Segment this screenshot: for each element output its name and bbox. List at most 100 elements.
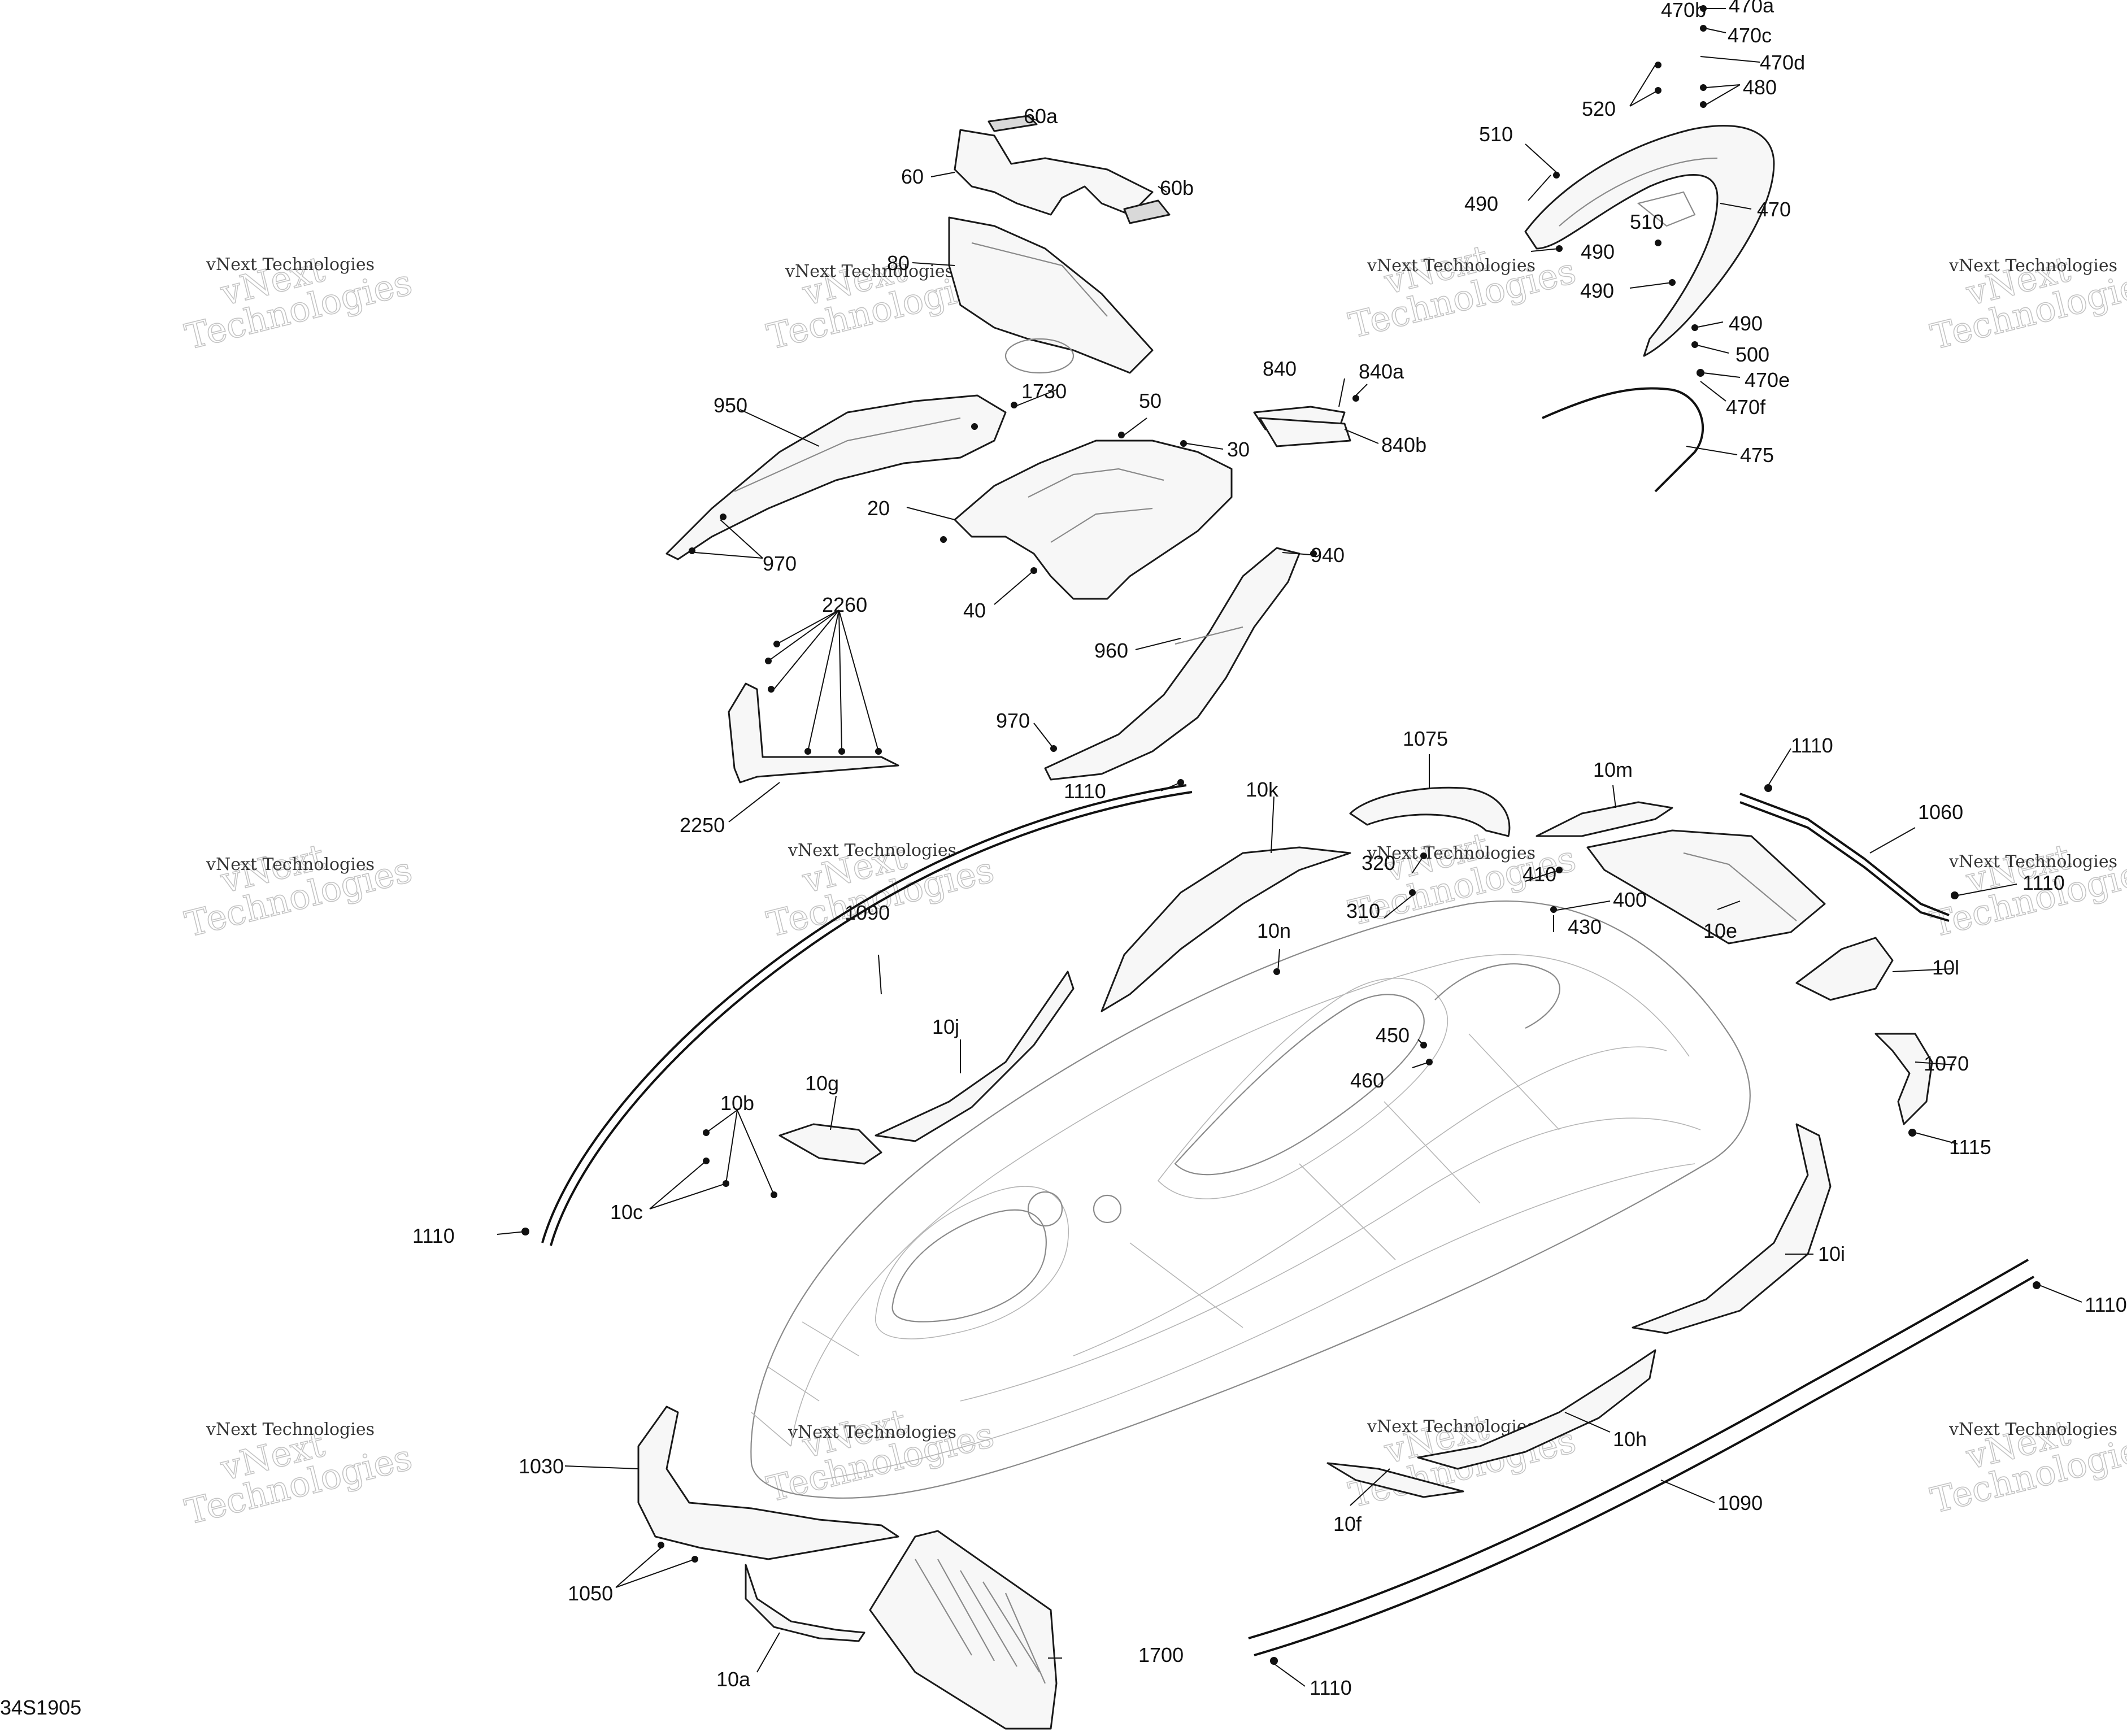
callout-1110[interactable]: 1110 xyxy=(412,1224,455,1247)
callout-1110[interactable]: 1110 xyxy=(1064,780,1106,803)
callout-1110[interactable]: 1110 xyxy=(2085,1293,2127,1316)
part-1060-inner xyxy=(1739,801,1950,922)
callout-2260[interactable]: 2260 xyxy=(822,593,867,616)
callout-1110[interactable]: 1110 xyxy=(1310,1676,1352,1699)
callout-10n[interactable]: 10n xyxy=(1257,919,1291,942)
callout-450[interactable]: 450 xyxy=(1376,1024,1410,1047)
callout-470e[interactable]: 470e xyxy=(1745,368,1790,391)
watermark-text: vNext Technologies xyxy=(788,841,956,860)
part-60 xyxy=(954,115,1171,224)
callout-475[interactable]: 475 xyxy=(1740,443,1774,467)
fasteners xyxy=(521,5,2041,1665)
callout-10g[interactable]: 10g xyxy=(805,1072,839,1095)
callout-50[interactable]: 50 xyxy=(1139,389,1162,412)
callout-320[interactable]: 320 xyxy=(1362,851,1395,874)
part-470-seat xyxy=(1524,125,1775,357)
watermark: vNext Technologies xyxy=(1926,1412,2127,1522)
callout-480[interactable]: 480 xyxy=(1743,76,1777,99)
part-10l xyxy=(1795,937,1894,1001)
callout-1700[interactable]: 1700 xyxy=(1138,1643,1184,1667)
callout-500[interactable]: 500 xyxy=(1735,343,1769,366)
callout-490[interactable]: 490 xyxy=(1580,279,1614,302)
part-80 xyxy=(948,216,1154,374)
callout-60[interactable]: 60 xyxy=(901,165,924,188)
callout-1110[interactable]: 1110 xyxy=(2022,871,2065,894)
callout-470[interactable]: 470 xyxy=(1757,198,1791,221)
part-1090-left xyxy=(541,784,1187,1243)
callout-400[interactable]: 400 xyxy=(1613,888,1647,911)
callout-520[interactable]: 520 xyxy=(1582,97,1616,120)
part-1075 xyxy=(1349,786,1511,837)
callout-1050[interactable]: 1050 xyxy=(568,1582,613,1605)
callout-10k[interactable]: 10k xyxy=(1246,778,1279,801)
callout-80[interactable]: 80 xyxy=(887,251,910,275)
callout-2250[interactable]: 2250 xyxy=(680,813,725,837)
part-1700 xyxy=(869,1530,1058,1730)
callout-310[interactable]: 310 xyxy=(1346,899,1380,923)
callout-970[interactable]: 970 xyxy=(763,552,797,575)
callout-1110[interactable]: 1110 xyxy=(1791,734,1833,757)
callout-60b[interactable]: 60b xyxy=(1160,176,1194,199)
callout-950[interactable]: 950 xyxy=(714,394,747,417)
callout-510[interactable]: 510 xyxy=(1479,123,1513,146)
callout-1730[interactable]: 1730 xyxy=(1021,380,1067,403)
part-10e xyxy=(1586,829,1826,945)
callout-1070[interactable]: 1070 xyxy=(1924,1052,1969,1075)
callout-490[interactable]: 490 xyxy=(1729,312,1763,335)
callout-20[interactable]: 20 xyxy=(867,497,890,520)
callout-1090[interactable]: 1090 xyxy=(1717,1491,1763,1515)
callout-1090[interactable]: 1090 xyxy=(845,901,890,924)
callout-10m[interactable]: 10m xyxy=(1593,758,1633,781)
callout-960[interactable]: 960 xyxy=(1094,639,1128,662)
part-10i xyxy=(1632,1123,1832,1334)
callout-460[interactable]: 460 xyxy=(1350,1069,1384,1092)
watermark-text: vNext Technologies xyxy=(1367,1417,1536,1437)
callout-490[interactable]: 490 xyxy=(1581,240,1615,263)
hull-body xyxy=(750,900,1751,1499)
callout-10e[interactable]: 10e xyxy=(1703,919,1737,942)
callout-470a[interactable]: 470a xyxy=(1729,0,1774,17)
callout-10j[interactable]: 10j xyxy=(932,1015,959,1038)
callout-40[interactable]: 40 xyxy=(963,599,986,622)
callout-1030[interactable]: 1030 xyxy=(519,1455,564,1478)
callout-10b[interactable]: 10b xyxy=(720,1091,754,1115)
callout-10a[interactable]: 10a xyxy=(716,1668,751,1691)
part-475 xyxy=(1542,387,1704,493)
callout-430[interactable]: 430 xyxy=(1568,915,1602,938)
part-10a xyxy=(745,1564,865,1642)
callout-labels: 60a 60 60b 80 950 1730 50 30 20 970 40 9… xyxy=(412,0,2127,1699)
callout-10c[interactable]: 10c xyxy=(610,1200,643,1224)
watermark-text: vNext Technologies xyxy=(1948,256,2117,276)
watermarks: vNext Technologies vNext Technologies vN… xyxy=(181,237,2127,1533)
watermark: vNext Technologies xyxy=(181,248,416,358)
part-10f xyxy=(1326,1462,1464,1498)
callout-840[interactable]: 840 xyxy=(1263,357,1297,380)
callout-10i[interactable]: 10i xyxy=(1818,1242,1845,1265)
callout-410[interactable]: 410 xyxy=(1523,863,1556,886)
callout-470c[interactable]: 470c xyxy=(1728,24,1772,47)
callout-490[interactable]: 490 xyxy=(1464,192,1498,215)
callout-840b[interactable]: 840b xyxy=(1381,433,1426,456)
callout-470b[interactable]: 470b xyxy=(1661,0,1706,21)
part-1030 xyxy=(637,1406,899,1560)
callout-510[interactable]: 510 xyxy=(1630,210,1664,233)
callout-1115[interactable]: 1115 xyxy=(1949,1135,1991,1159)
callout-1075[interactable]: 1075 xyxy=(1403,727,1448,750)
callout-970[interactable]: 970 xyxy=(996,709,1030,732)
part-10k xyxy=(1101,846,1351,1012)
callout-940[interactable]: 940 xyxy=(1311,543,1345,567)
callout-470d[interactable]: 470d xyxy=(1760,51,1805,74)
callout-10f[interactable]: 10f xyxy=(1333,1512,1362,1535)
callout-840a[interactable]: 840a xyxy=(1359,360,1404,383)
callout-470f[interactable]: 470f xyxy=(1726,395,1766,419)
callout-1060[interactable]: 1060 xyxy=(1918,800,1963,824)
callout-30[interactable]: 30 xyxy=(1227,438,1250,461)
watermark-text: vNext Technologies xyxy=(785,262,954,281)
watermark: vNext Technologies xyxy=(1926,248,2127,358)
part-20-50 xyxy=(954,440,1233,600)
callout-10h[interactable]: 10h xyxy=(1613,1428,1647,1451)
diagram-id: 34S1905 xyxy=(0,1696,81,1719)
callout-10l[interactable]: 10l xyxy=(1932,956,1959,979)
callout-60a[interactable]: 60a xyxy=(1024,105,1058,128)
